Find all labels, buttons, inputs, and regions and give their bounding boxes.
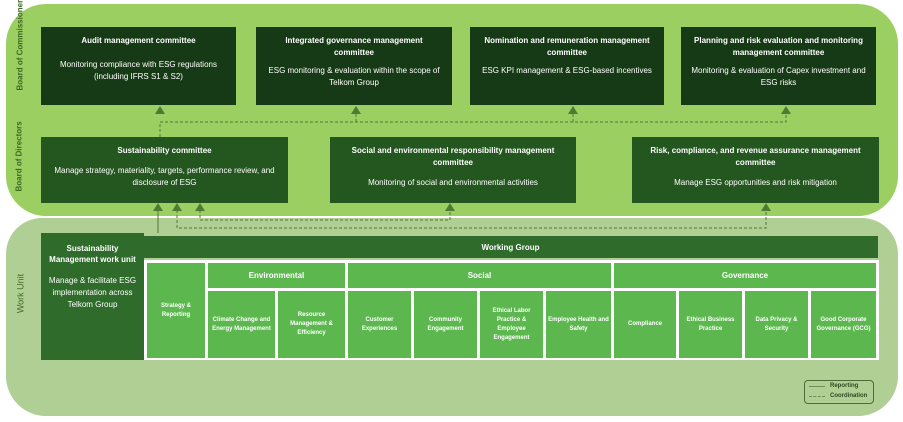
legend: Reporting Coordination	[804, 380, 874, 404]
env-item-resource: Resource Management & Efficiency	[278, 291, 345, 358]
committee-desc: Monitoring of social and environmental a…	[368, 178, 538, 187]
working-group-header: Working Group	[143, 236, 878, 258]
category-governance: Governance	[614, 263, 876, 288]
social-environmental-committee: Social and environmental responsibility …	[330, 137, 576, 203]
committee-title: Integrated governance management committ…	[285, 36, 423, 57]
gov-item-gcg: Good Corporate Governance (GCG)	[811, 291, 876, 358]
committee-title: Social and environmental responsibility …	[351, 146, 555, 167]
committee-desc: Manage strategy, materiality, targets, p…	[54, 166, 275, 187]
row-label-work-unit: Work Unit	[15, 273, 26, 314]
nomination-remuneration-committee: Nomination and remuneration management c…	[470, 27, 664, 105]
committee-title: Planning and risk evaluation and monitor…	[694, 36, 863, 57]
risk-compliance-committee: Risk, compliance, and revenue assurance …	[632, 137, 879, 203]
social-item-health-safety: Employee Health and Safety	[546, 291, 611, 358]
smu-title: Sustainability Management work unit	[49, 244, 136, 264]
row-label-board-of-directors: Board of Directors	[14, 121, 24, 192]
social-item-community: Community Engagement	[414, 291, 477, 358]
gov-item-ethical-business: Ethical Business Practice	[679, 291, 742, 358]
dashed-line-icon	[809, 395, 825, 397]
social-item-ethical-labor: Ethical Labor Practice & Employee Engage…	[480, 291, 543, 358]
committee-title: Nomination and remuneration management c…	[484, 36, 650, 57]
env-item-climate: Climate Change and Energy Management	[208, 291, 275, 358]
legend-reporting: Reporting	[805, 381, 873, 391]
sustainability-management-work-unit: Sustainability Management work unit Mana…	[41, 233, 144, 360]
committee-desc: Monitoring compliance with ESG regulatio…	[60, 60, 217, 81]
gov-item-data-privacy: Data Privacy & Security	[745, 291, 808, 358]
sustainability-committee: Sustainability committee Manage strategy…	[41, 137, 288, 203]
committee-desc: ESG KPI management & ESG-based incentive…	[482, 66, 652, 75]
smu-desc: Manage & facilitate ESG implementation a…	[48, 276, 137, 309]
legend-coordination: Coordination	[805, 391, 873, 401]
row-label-board-of-commissioners: Board of Commissioners	[15, 0, 25, 91]
audit-management-committee: Audit management committee Monitoring co…	[41, 27, 236, 105]
committee-desc: Monitoring & evaluation of Capex investm…	[691, 66, 866, 87]
committee-title: Risk, compliance, and revenue assurance …	[650, 146, 861, 167]
committee-title: Sustainability committee	[117, 146, 212, 155]
social-item-customer: Customer Experiences	[348, 291, 411, 358]
integrated-governance-committee: Integrated governance management committ…	[256, 27, 452, 105]
category-environmental: Environmental	[208, 263, 345, 288]
solid-line-icon	[809, 385, 825, 387]
strategy-reporting-box: Strategy & Reporting	[147, 263, 205, 358]
committee-title: Audit management committee	[81, 36, 196, 45]
category-social: Social	[348, 263, 611, 288]
committee-desc: Manage ESG opportunities and risk mitiga…	[674, 178, 837, 187]
planning-risk-committee: Planning and risk evaluation and monitor…	[681, 27, 876, 105]
gov-item-compliance: Compliance	[614, 291, 676, 358]
committee-desc: ESG monitoring & evaluation within the s…	[268, 66, 440, 87]
